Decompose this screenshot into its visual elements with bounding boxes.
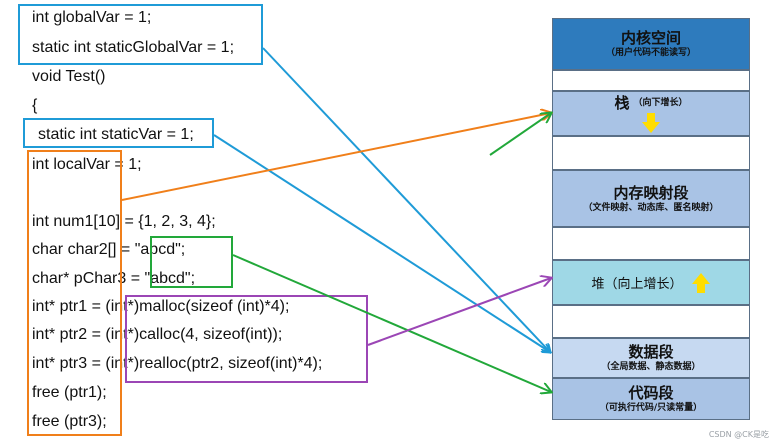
segment-mmap-sub: （文件映射、动态库、匿名映射）	[583, 202, 719, 213]
segment-data-sub: （全局数据、静态数据）	[601, 362, 701, 372]
heap-pointers-highlight-box	[125, 295, 368, 383]
down-arrow-icon	[642, 112, 660, 133]
code-line-free-ptr3: free (ptr3);	[32, 413, 107, 430]
segment-kernel-title: 内核空间	[620, 29, 681, 47]
segment-heap: 堆（向上增长）	[552, 260, 750, 305]
segment-stack-sub: （向下增长）	[633, 97, 688, 108]
code-line-void-test: void Test()	[32, 68, 106, 85]
segment-kernel-space: 内核空间 （用户代码不能读写）	[552, 18, 750, 70]
segment-gap-3	[552, 227, 750, 260]
code-line-global-var: int globalVar = 1;	[32, 9, 152, 26]
segment-mmap-title: 内存映射段	[613, 183, 689, 202]
arrow-literal-to-code	[232, 254, 551, 392]
arrow-char2-to-stack	[489, 113, 551, 156]
arrow-pointers-to-heap	[367, 278, 551, 346]
segment-data: 数据段 （全局数据、静态数据）	[552, 338, 750, 378]
string-literal-highlight-box	[150, 236, 233, 288]
code-line-free-ptr1: free (ptr1);	[32, 384, 107, 401]
static-var-highlight-box	[23, 118, 214, 148]
code-line-ptr1: int* ptr1 = (int*)malloc(sizeof (int)*4)…	[32, 298, 290, 315]
up-arrow-icon	[691, 272, 710, 293]
segment-code: 代码段 （可执行代码/只读常量）	[552, 378, 750, 420]
segment-gap-1	[552, 70, 750, 91]
watermark: CSDN @CK是吃	[708, 430, 769, 439]
code-line-ptr2: int* ptr2 = (int*)calloc(4, sizeof(int))…	[32, 326, 283, 343]
code-line-static-global-var: static int staticGlobalVar = 1;	[32, 39, 235, 56]
code-line-static-var: static int staticVar = 1;	[38, 126, 194, 143]
global-vars-highlight-box	[18, 4, 263, 65]
arrow-globals-to-data	[262, 47, 550, 352]
arrow-locals-to-stack	[121, 113, 551, 201]
code-line-pchar3: char* pChar3 = "abcd";	[32, 270, 196, 287]
code-line-num1: int num1[10] = {1, 2, 3, 4};	[32, 213, 216, 230]
arrow-static-to-data	[213, 134, 550, 352]
code-line-open-brace: {	[32, 97, 38, 114]
segment-kernel-sub: （用户代码不能读写）	[605, 48, 696, 58]
segment-heap-title: 堆（向上增长）	[591, 277, 683, 292]
segment-code-title: 代码段	[628, 384, 674, 402]
code-line-ptr3: int* ptr3 = (int*)realloc(ptr2, sizeof(i…	[32, 355, 323, 372]
segment-gap-2	[552, 136, 750, 170]
segment-data-title: 数据段	[628, 343, 674, 361]
segment-code-sub: （可执行代码/只读常量）	[599, 403, 703, 413]
stack-vars-highlight-box	[27, 150, 122, 436]
segment-stack-title: 栈	[614, 93, 630, 112]
segment-stack: 栈 （向下增长）	[552, 91, 750, 136]
code-line-local-var: int localVar = 1;	[32, 156, 142, 173]
segment-gap-4	[552, 305, 750, 338]
code-line-char2: char char2[] = "abcd";	[32, 241, 186, 258]
segment-memory-mapped: 内存映射段 （文件映射、动态库、匿名映射）	[552, 170, 750, 227]
